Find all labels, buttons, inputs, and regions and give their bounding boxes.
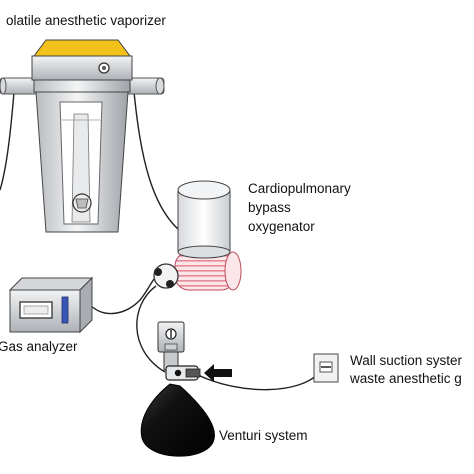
oxygenator-port-icon xyxy=(153,263,179,289)
venturi-system xyxy=(140,321,232,457)
label-wall-suction-line-2: waste anesthetic g xyxy=(349,371,462,386)
wall-suction-system xyxy=(313,353,339,383)
tube-analyzer-to-oxygenator xyxy=(85,273,161,315)
label-wall-suction-line-1: Wall suction syster xyxy=(350,353,463,368)
cardiopulmonary-bypass-oxygenator xyxy=(153,180,242,291)
flow-arrow-icon xyxy=(204,364,232,382)
vaporizer-head xyxy=(31,55,133,81)
tube-vaporizer-left xyxy=(0,91,15,191)
reservoir-bag xyxy=(140,383,215,457)
gas-analyzer xyxy=(8,276,94,334)
label-gas-analyzer: Gas analyzer xyxy=(0,339,78,354)
label-oxygenator-line-2: bypass xyxy=(248,200,291,215)
label-oxygenator-line-3: oxygenator xyxy=(248,219,315,234)
oxygenator-cylinder xyxy=(177,189,231,253)
gas-analyzer-indicator-icon xyxy=(61,296,69,324)
tube-oxygenator-to-venturi xyxy=(136,285,166,373)
vaporizer-top xyxy=(33,39,131,57)
anesthetic-vaporizer xyxy=(0,39,165,233)
label-vaporizer: olatile anesthetic vaporizer xyxy=(6,13,166,28)
label-venturi: Venturi system xyxy=(219,428,308,443)
label-oxygenator-line-1: Cardiopulmonary xyxy=(248,181,351,196)
tube-venturi-to-wall-suction xyxy=(197,371,321,391)
